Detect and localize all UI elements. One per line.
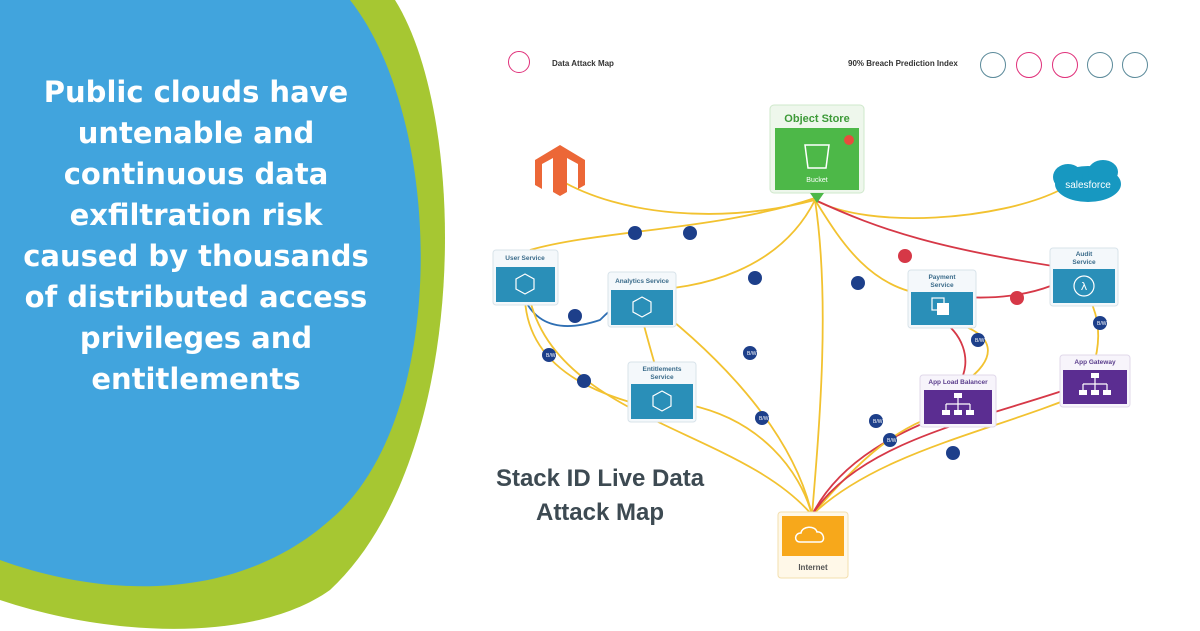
blue-circle-shape — [0, 0, 421, 587]
user-service-node[interactable]: User Service — [492, 249, 559, 306]
bw-badge: B/W — [747, 351, 757, 357]
bw-badge: B/W — [546, 353, 556, 359]
audit-service-node[interactable]: Audit Service λ — [1049, 247, 1119, 307]
lambda-icon — [1073, 275, 1095, 297]
internet-node[interactable]: Internet — [777, 511, 849, 579]
internet-label: Internet — [798, 563, 828, 572]
breach-prediction-index: 90% Breach Prediction Index — [848, 59, 958, 68]
app-load-balancer-node[interactable]: App Load Balancer — [919, 374, 997, 428]
caption: Stack ID Live Data Attack Map — [460, 462, 740, 530]
svg-text:λ: λ — [1081, 280, 1088, 293]
analytics-service-node[interactable]: Analytics Service — [607, 271, 677, 328]
object-store-title: Object Store — [784, 113, 849, 125]
object-store-sub: Bucket — [806, 177, 827, 184]
entitlements-service-label-2: Service — [650, 374, 674, 381]
bw-badge: B/W — [1097, 321, 1107, 327]
salesforce-label: salesforce — [1065, 180, 1111, 191]
kubernetes-icon — [515, 273, 535, 295]
unlock-icon[interactable] — [1016, 52, 1042, 78]
caption-line-1: Stack ID Live Data — [495, 465, 705, 492]
headline: Public clouds have untenable and continu… — [23, 75, 369, 396]
magento-logo — [535, 145, 585, 196]
bw-badge: B/W — [759, 416, 769, 422]
payment-service-label-1: Payment — [928, 274, 956, 281]
app-gateway-label: App Gateway — [1074, 359, 1116, 366]
entitlements-service-label-1: Entitlements — [642, 366, 681, 373]
audit-service-label-2: Service — [1072, 259, 1096, 266]
list-icon[interactable] — [980, 52, 1006, 78]
cloud-icon — [794, 526, 825, 543]
object-store-node[interactable]: Object Store Bucket — [769, 104, 865, 203]
audit-service-label-1: Audit — [1076, 251, 1093, 258]
analytics-service-label: Analytics Service — [615, 278, 669, 285]
salesforce-logo: salesforce — [1053, 160, 1121, 202]
app-gateway-node[interactable]: App Gateway — [1059, 354, 1131, 408]
bw-badge: B/W — [873, 419, 883, 425]
payment-service-node[interactable]: Payment Service — [907, 269, 977, 329]
network-icon — [1082, 376, 1108, 390]
edge-badges: B/W B/W B/W B/W B/W B/W B/W — [542, 226, 1107, 460]
layers-icon[interactable] — [1087, 52, 1113, 78]
kubernetes-icon — [652, 390, 672, 412]
eye-icon[interactable] — [1052, 52, 1078, 78]
network-icon — [945, 396, 971, 410]
bw-badge: B/W — [887, 438, 897, 444]
user-service-label: User Service — [505, 255, 545, 262]
entitlements-service-node[interactable]: Entitlements Service — [627, 361, 697, 423]
payment-service-label-2: Service — [930, 282, 954, 289]
bw-badge: B/W — [975, 338, 985, 344]
caption-line-2: Attack Map — [535, 499, 665, 526]
app-load-balancer-label: App Load Balancer — [928, 379, 988, 386]
tag-icon[interactable] — [1122, 52, 1148, 78]
alert-icon — [844, 135, 854, 145]
bucket-icon — [804, 144, 830, 169]
map-title: Data Attack Map — [552, 59, 614, 68]
attack-map-logo-icon — [508, 51, 530, 73]
kubernetes-icon — [632, 296, 652, 318]
container-icon-front — [937, 303, 949, 315]
